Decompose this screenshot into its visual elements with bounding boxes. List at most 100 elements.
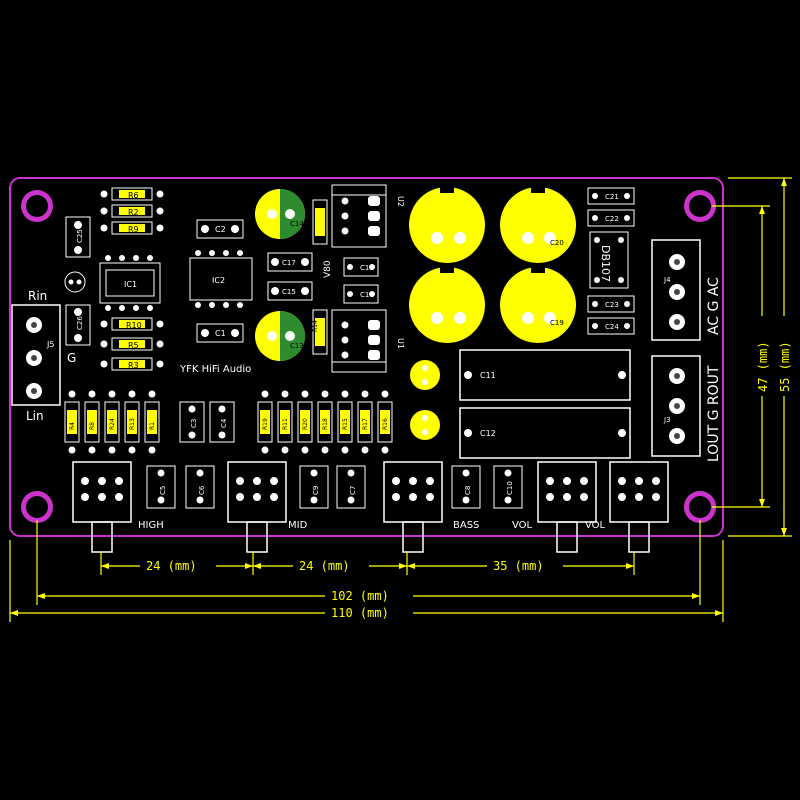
resistor-outline	[144, 401, 160, 443]
cap-c11	[410, 349, 631, 401]
potentiometer-pad	[618, 493, 626, 501]
resistor-body	[380, 410, 390, 434]
potentiometer-pad	[563, 477, 571, 485]
resistor-body	[360, 410, 370, 434]
resistor-pad	[68, 390, 76, 398]
r9-label: R9	[128, 225, 139, 234]
resistor-label: R15	[342, 418, 349, 430]
input-connector-j5	[11, 304, 61, 406]
resistor-pad	[261, 390, 269, 398]
c5-label: C5	[159, 486, 167, 495]
potentiometer-pad	[409, 477, 417, 485]
c3-label: C3	[190, 419, 198, 428]
potentiometer-row	[72, 461, 669, 553]
potentiometer-pad	[580, 493, 588, 501]
c20-label: C20	[550, 239, 564, 247]
potentiometer-pad	[426, 477, 434, 485]
resistor-label: R11	[282, 418, 289, 430]
c8-label: C8	[464, 486, 472, 495]
resistor-body	[127, 410, 137, 434]
c7-label: C7	[349, 486, 357, 495]
cap-big-3	[409, 267, 485, 343]
potentiometer-pad	[115, 493, 123, 501]
c23-label: C23	[605, 301, 619, 309]
resistor-outline	[297, 401, 313, 443]
ic1-socket	[99, 255, 161, 311]
resistor-row-bottom	[64, 390, 393, 454]
gnd-label: G	[67, 351, 76, 365]
cap-c12	[410, 407, 631, 459]
c21-label: C21	[605, 193, 619, 201]
resistor-label: R17	[362, 418, 369, 430]
resistor-body	[260, 410, 270, 434]
potentiometer-body	[227, 461, 287, 523]
c18-label: C18	[360, 264, 374, 272]
pot-label-mid: MID	[288, 520, 308, 531]
resistor-body	[87, 410, 97, 434]
potentiometer-pad	[546, 477, 554, 485]
dim-24mm-1: 24 (mm)	[146, 559, 197, 573]
r14-label: R14	[312, 320, 319, 332]
potentiometer-pad	[98, 477, 106, 485]
resistor-outline	[104, 401, 120, 443]
potentiometer-shaft	[628, 521, 650, 553]
output-connector-j3	[651, 355, 701, 457]
potentiometer-shaft	[91, 521, 113, 553]
potentiometer-pad	[652, 493, 660, 501]
cap-c9	[299, 465, 329, 509]
potentiometer-shaft	[246, 521, 268, 553]
mounting-hole-bottom-left	[21, 491, 53, 523]
potentiometer-shaft	[556, 521, 578, 553]
resistor-pad	[281, 390, 289, 398]
resistor-label: R8	[89, 422, 96, 430]
resistor-label: R19	[262, 418, 269, 430]
potentiometer-pad	[426, 493, 434, 501]
potentiometer-body	[72, 461, 132, 523]
potentiometer-pad	[580, 477, 588, 485]
cap-big-1	[409, 187, 485, 263]
c16-label: C16	[360, 291, 374, 299]
potentiometer-body	[537, 461, 597, 523]
pot-label-vol-1: VOL	[512, 520, 533, 531]
cap-c1	[196, 323, 244, 343]
c12-label: C12	[480, 429, 496, 438]
cap-c25	[65, 216, 91, 258]
resistor-pad	[361, 446, 369, 454]
cap-c5	[146, 465, 176, 509]
dim-110mm: 110 (mm)	[331, 606, 389, 620]
potentiometer-pad	[253, 493, 261, 501]
cap-c24	[587, 317, 635, 335]
resistor-body	[280, 410, 290, 434]
potentiometer-pad	[253, 477, 261, 485]
cap-c13	[255, 311, 305, 361]
resistor-pad	[381, 390, 389, 398]
potentiometer-pad	[236, 493, 244, 501]
resistor-label: R20	[302, 418, 309, 430]
cap-c22	[587, 209, 635, 227]
resistor-group-top	[100, 187, 164, 235]
potentiometer-pad	[546, 493, 554, 501]
ic2-socket	[189, 250, 253, 308]
resistor-pad	[321, 390, 329, 398]
resistor-pad	[381, 446, 389, 454]
resistor-outline	[317, 401, 333, 443]
potentiometer-pad	[635, 477, 643, 485]
transistor-q1	[64, 271, 86, 293]
output-connector-label: LOUT G ROUT	[706, 365, 722, 462]
resistor-outline	[277, 401, 293, 443]
bridge-db107	[589, 231, 629, 289]
db107-label: DB107	[599, 245, 612, 282]
potentiometer-pad	[563, 493, 571, 501]
regulator-u2	[331, 184, 387, 248]
resistor-label: R13	[129, 418, 136, 430]
potentiometer-body	[609, 461, 669, 523]
cap-c8	[451, 465, 481, 509]
resistor-pad	[301, 390, 309, 398]
resistor-label: R24	[109, 418, 116, 430]
c10-label: C10	[506, 481, 514, 495]
resistor-pad	[261, 446, 269, 454]
resistor-label: R18	[322, 418, 329, 430]
potentiometer-pad	[270, 477, 278, 485]
cap-c21	[587, 187, 635, 205]
dim-35mm: 35 (mm)	[493, 559, 544, 573]
